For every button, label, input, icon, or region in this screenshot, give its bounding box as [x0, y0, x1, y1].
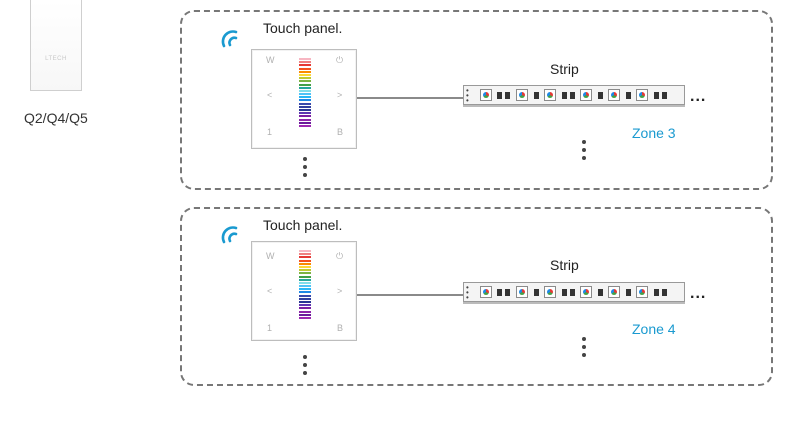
- vertical-continuation-dots: [582, 140, 586, 164]
- strip-connector: •••: [466, 86, 469, 105]
- panel-glyph-b: B: [337, 323, 344, 333]
- strip-continuation: ...: [690, 285, 707, 302]
- led-chip-icon: [544, 286, 556, 298]
- panel-glyph-1: 1: [267, 323, 273, 333]
- strip-label: Strip: [550, 61, 579, 77]
- led-chip-icon: [480, 89, 492, 101]
- strip-continuation: ...: [690, 88, 707, 105]
- controller-device: LTECH: [30, 0, 82, 91]
- led-chip-icon: [608, 286, 620, 298]
- panel-glyph-b: B: [337, 127, 344, 137]
- controller-model-label: Q2/Q4/Q5: [24, 110, 88, 126]
- zone-label: Zone 4: [632, 321, 676, 337]
- arrow-left-icon: <: [267, 286, 273, 296]
- led-chip-icon: [516, 89, 528, 101]
- touch-panel-title: Touch panel.: [263, 217, 343, 233]
- touch-panel-device: W ⏻ < > 1 B: [251, 241, 357, 341]
- wifi-signal-icon: [221, 226, 238, 244]
- touch-panel-title: Touch panel.: [263, 20, 343, 36]
- power-icon: ⏻: [336, 55, 344, 65]
- strip-label: Strip: [550, 257, 579, 273]
- color-slider-bar: [299, 250, 311, 334]
- led-chip-icon: [580, 286, 592, 298]
- controller-brand: LTECH: [45, 56, 67, 62]
- color-slider-bar: [299, 58, 311, 142]
- panel-glyph-1: 1: [267, 127, 273, 137]
- led-strip: •••: [463, 282, 685, 302]
- led-chip-icon: [636, 286, 648, 298]
- led-chip-icon: [544, 89, 556, 101]
- arrow-left-icon: <: [267, 90, 273, 100]
- power-icon: ⏻: [336, 251, 344, 261]
- zone-container-4: [180, 207, 773, 386]
- led-chip-icon: [516, 286, 528, 298]
- connection-wire: [357, 97, 464, 99]
- vertical-continuation-dots: [582, 337, 586, 361]
- zone-label: Zone 3: [632, 125, 676, 141]
- arrow-right-icon: >: [337, 286, 343, 296]
- wifi-signal-icon: [221, 30, 238, 48]
- led-chip-icon: [480, 286, 492, 298]
- vertical-continuation-dots: [303, 355, 307, 379]
- led-strip: •••: [463, 85, 685, 105]
- led-chip-icon: [636, 89, 648, 101]
- led-chip-icon: [580, 89, 592, 101]
- connection-wire: [357, 294, 464, 296]
- panel-glyph-w: W: [266, 251, 275, 261]
- panel-glyph-w: W: [266, 55, 275, 65]
- led-chip-icon: [608, 89, 620, 101]
- arrow-right-icon: >: [337, 90, 343, 100]
- vertical-continuation-dots: [303, 157, 307, 181]
- strip-connector: •••: [466, 283, 469, 302]
- zone-container-3: [180, 10, 773, 190]
- touch-panel-device: W ⏻ < > 1 B: [251, 49, 357, 149]
